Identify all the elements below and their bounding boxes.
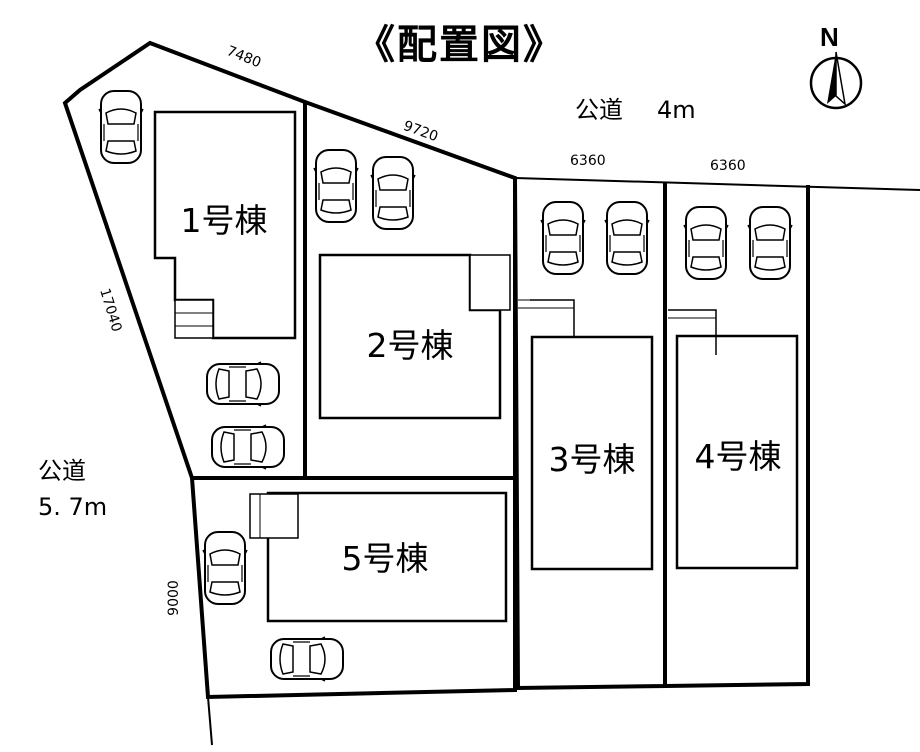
dim-top-left: 7480	[224, 43, 263, 71]
car-lot2-b	[370, 156, 416, 230]
dim-left-lower: 9000	[166, 580, 182, 616]
car-lot5-b	[271, 637, 343, 681]
building-3	[530, 335, 654, 571]
building-2-porch	[469, 254, 511, 311]
building-2-label: 2号棟	[367, 326, 454, 365]
car-lot3-b	[604, 201, 650, 275]
building-1-label: 1号棟	[181, 201, 268, 240]
dim-left-upper: 17040	[96, 286, 124, 333]
road-west-width: 5. 7m	[38, 493, 108, 521]
road-west-label: 公道 5. 7m	[38, 453, 107, 525]
building-5	[266, 491, 508, 623]
car-lot4-b	[747, 206, 793, 280]
car-lot3-a	[540, 201, 586, 275]
lot4-boundary	[664, 185, 810, 688]
building-4	[675, 334, 799, 570]
compass: N	[809, 22, 863, 110]
building-3-label: 3号棟	[549, 440, 636, 479]
car-lot1-north	[98, 90, 144, 164]
car-lot5-a	[202, 531, 248, 605]
building-1-steps	[174, 299, 214, 339]
car-lot4-a	[683, 206, 729, 280]
car-lot2-a	[313, 149, 359, 223]
car-lot1-south-b	[212, 425, 284, 469]
dim-lot3-front: 6360	[570, 153, 606, 169]
road-north-width: 4m	[657, 96, 696, 124]
car-lot1-south-a	[207, 362, 279, 406]
building-4-label: 4号棟	[695, 437, 782, 476]
north-road-edge	[514, 177, 920, 191]
lot1-boundary	[62, 40, 307, 479]
lot3-boundary	[513, 177, 667, 691]
lot5-boundary	[190, 476, 517, 700]
north-arrow-icon	[827, 52, 836, 104]
compass-label: N	[820, 22, 839, 52]
road-north-label: 公道 4m	[575, 92, 696, 128]
building-5-porch	[249, 493, 299, 539]
road-north-name: 公道	[575, 96, 623, 124]
dim-top-mid: 9720	[401, 118, 440, 145]
dim-lot4-front: 6360	[710, 158, 746, 174]
plan-title: 《配置図》	[355, 22, 565, 68]
building-5-label: 5号棟	[342, 539, 429, 578]
road-west-name: 公道	[38, 457, 86, 485]
